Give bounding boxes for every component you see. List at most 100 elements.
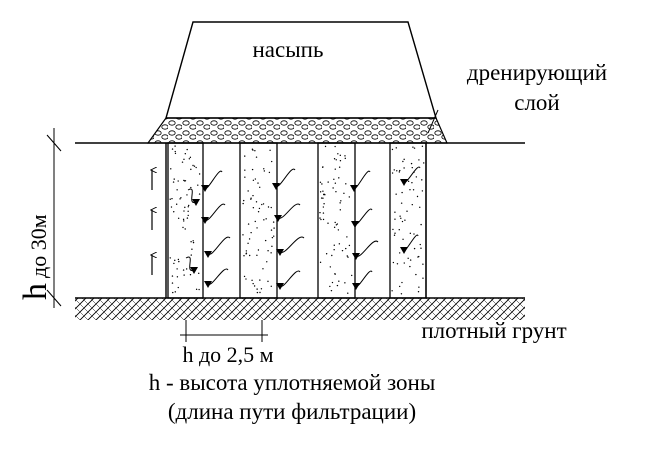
- sand-speckle: [176, 276, 179, 278]
- sand-speckle: [334, 273, 336, 275]
- sand-speckle: [171, 282, 174, 284]
- sand-speckle: [257, 182, 259, 184]
- sand-speckle: [339, 209, 342, 211]
- sand-speckle: [333, 244, 335, 246]
- sand-speckle: [329, 285, 331, 288]
- sand-speckle: [344, 155, 346, 157]
- sand-speckle: [192, 164, 194, 167]
- sand-speckle: [171, 275, 174, 277]
- sand-speckle: [250, 197, 252, 199]
- sand-speckle: [413, 233, 415, 235]
- drain-column: [167, 142, 204, 299]
- sand-speckle: [270, 229, 273, 231]
- sand-speckle: [189, 273, 192, 276]
- flow-arrowhead: [201, 185, 209, 192]
- sand-speckle: [174, 145, 176, 147]
- sand-speckle: [182, 218, 185, 221]
- sand-speckle: [198, 173, 201, 175]
- sand-speckle: [401, 191, 403, 194]
- sand-speckle: [170, 206, 173, 208]
- sand-speckle: [179, 198, 181, 200]
- sand-speckle: [413, 247, 416, 250]
- sand-speckle: [273, 235, 275, 237]
- sand-speckle: [189, 156, 192, 159]
- sand-speckle: [244, 176, 246, 178]
- sand-speckle: [410, 162, 413, 165]
- sand-speckle: [191, 248, 193, 250]
- embankment-label: насыпь: [253, 37, 324, 62]
- sand-speckle: [400, 202, 403, 204]
- sand-speckle: [409, 265, 411, 268]
- sand-speckle: [331, 281, 334, 284]
- depth-limit: до 30м: [26, 214, 51, 278]
- sand-speckle: [320, 197, 323, 199]
- sand-speckle: [172, 291, 174, 294]
- sand-speckle: [391, 172, 394, 174]
- sand-speckle: [323, 203, 325, 205]
- sand-speckle: [345, 183, 347, 185]
- depth-label-group: h до 30м: [17, 214, 54, 300]
- sand-speckle: [422, 277, 424, 279]
- sand-speckle: [270, 285, 272, 288]
- sand-speckle: [334, 145, 336, 148]
- sand-speckle: [248, 254, 251, 257]
- sand-speckle: [403, 158, 405, 161]
- sand-speckle: [271, 245, 273, 248]
- sand-speckle: [401, 220, 404, 223]
- sand-speckle: [402, 238, 404, 241]
- sand-speckle: [337, 229, 340, 231]
- sand-speckle: [322, 190, 324, 192]
- sand-speckle: [411, 203, 413, 206]
- legend-line2: (длина пути фильтрации): [168, 399, 416, 424]
- flow-arrowhead: [352, 283, 360, 290]
- sand-speckle: [198, 272, 200, 275]
- sand-speckle: [252, 179, 255, 181]
- sand-speckle: [177, 286, 179, 289]
- sand-speckle: [392, 261, 395, 264]
- sand-speckle: [330, 289, 333, 292]
- flow-arrowhead: [400, 247, 408, 254]
- sand-speckle: [174, 152, 177, 155]
- sand-speckle: [334, 221, 336, 224]
- sand-speckle: [398, 229, 400, 231]
- sand-speckle: [263, 170, 266, 172]
- sand-speckle: [259, 279, 261, 281]
- sand-speckle: [245, 252, 248, 254]
- sand-speckle: [183, 210, 185, 212]
- depth-tick-bottom: [46, 289, 62, 307]
- sand-speckle: [195, 166, 197, 169]
- sand-speckle: [170, 168, 172, 170]
- sand-speckle: [252, 282, 254, 285]
- sand-speckle: [242, 202, 244, 205]
- sand-speckle: [197, 184, 199, 186]
- sand-speckle: [324, 145, 327, 148]
- sand-speckle: [195, 288, 198, 291]
- sand-speckle: [176, 268, 178, 270]
- sand-speckle: [263, 219, 265, 221]
- sand-speckle: [335, 191, 337, 193]
- sand-speckle: [172, 181, 175, 183]
- depth-symbol: h: [17, 283, 54, 300]
- flow-arrowhead: [351, 221, 359, 228]
- sand-speckle: [183, 274, 185, 276]
- sand-speckle: [254, 220, 256, 223]
- sand-speckle: [243, 275, 246, 278]
- sand-speckle: [404, 219, 406, 221]
- sand-speckle: [322, 218, 325, 221]
- sand-speckle: [242, 234, 244, 236]
- sand-speckle: [182, 226, 184, 229]
- sand-speckle: [420, 223, 422, 226]
- sand-speckle: [273, 227, 275, 229]
- sand-speckle: [245, 250, 248, 252]
- sand-speckle: [323, 193, 325, 196]
- sand-speckle: [327, 181, 329, 183]
- drainage-layer: [146, 117, 448, 144]
- sand-speckle: [188, 158, 191, 160]
- sand-speckle: [184, 206, 186, 209]
- flow-arrowhead: [352, 253, 360, 260]
- sand-speckle: [183, 158, 185, 161]
- sand-speckle: [184, 153, 187, 155]
- flow-arrowhead: [276, 249, 284, 256]
- sand-speckle: [391, 148, 394, 151]
